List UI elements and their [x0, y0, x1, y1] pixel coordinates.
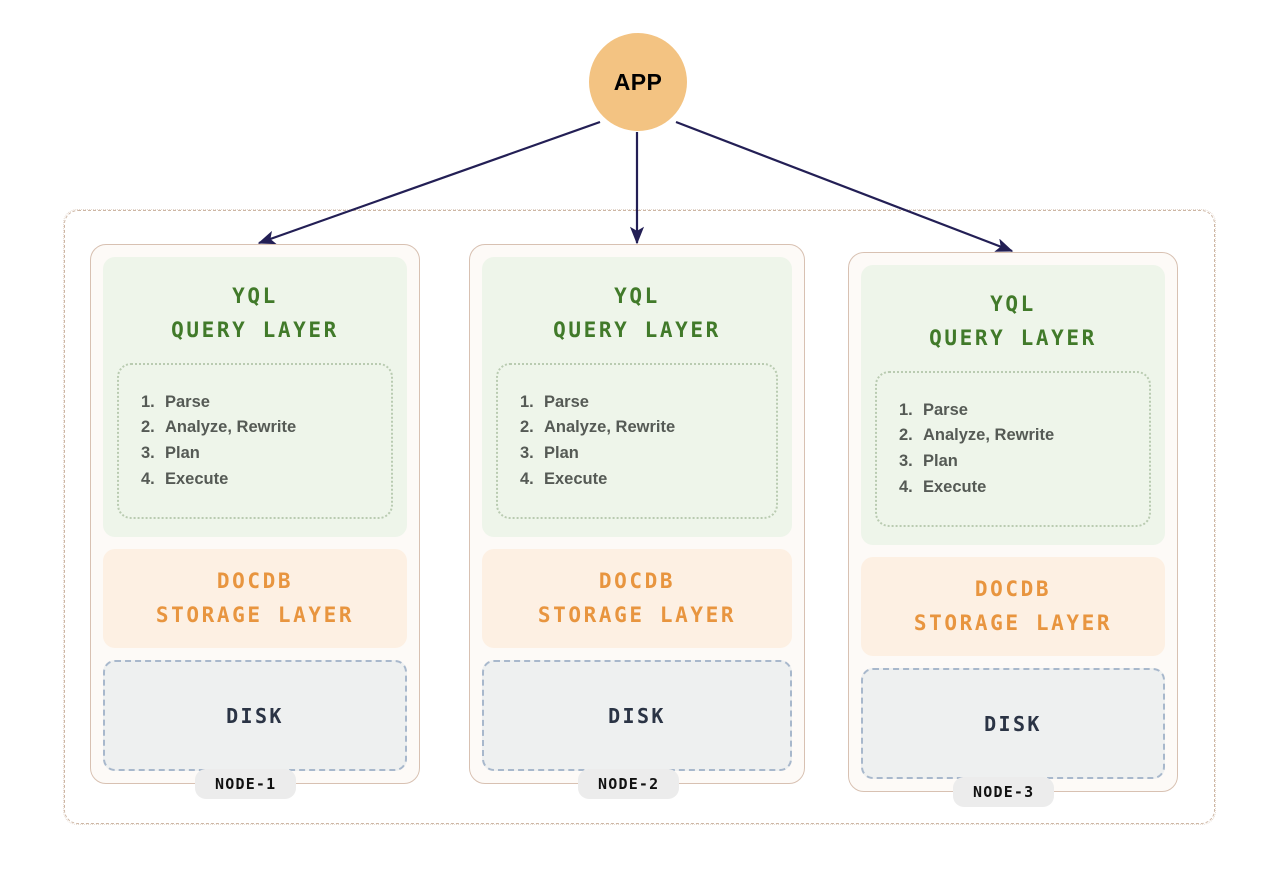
cluster-boundary-dots: [63, 209, 1216, 825]
list-item: 1. Parse: [141, 390, 296, 416]
node-3-steps-list: 1. Parse 2. Analyze, Rewrite 3. Plan 4: [899, 398, 1054, 500]
node-2-query-layer[interactable]: YQL QUERY LAYER 1. Parse 2. Analyze, Rew…: [482, 257, 792, 537]
step-number: 1.: [141, 392, 155, 411]
node-2-content: YQL QUERY LAYER 1. Parse 2. Analyze, Rew…: [482, 257, 792, 771]
step-number: 3.: [520, 444, 534, 463]
step-label: Execute: [544, 469, 608, 488]
list-item: 4. Execute: [520, 467, 675, 493]
node-1-storage-layer[interactable]: DOCDB STORAGE LAYER: [103, 549, 407, 648]
node-3-content: YQL QUERY LAYER 1. Parse 2. Analyze, Rew…: [861, 265, 1165, 779]
step-number: 4.: [899, 477, 913, 496]
cluster-boundary: [63, 209, 1216, 825]
node-2-steps-list: 1. Parse 2. Analyze, Rewrite 3. Plan 4: [520, 390, 675, 492]
step-number: 1.: [899, 400, 913, 419]
step-label: Plan: [923, 452, 958, 471]
step-label: Parse: [165, 392, 210, 411]
step-number: 3.: [141, 444, 155, 463]
node-3-steps-box: 1. Parse 2. Analyze, Rewrite 3. Plan 4: [875, 371, 1151, 527]
node-2-storage-layer[interactable]: DOCDB STORAGE LAYER: [482, 549, 792, 648]
list-item: 3. Plan: [520, 441, 675, 467]
node-3-disk[interactable]: DISK: [861, 668, 1165, 779]
step-number: 2.: [141, 418, 155, 437]
node-2-disk[interactable]: DISK: [482, 660, 792, 771]
step-number: 1.: [520, 392, 534, 411]
node-2-query-layer-title: YQL QUERY LAYER: [553, 284, 721, 343]
step-label: Analyze, Rewrite: [923, 426, 1055, 445]
step-label: Execute: [165, 469, 229, 488]
node-3-query-layer-title: YQL QUERY LAYER: [929, 292, 1097, 351]
node-badge-3: NODE-3: [953, 777, 1055, 807]
node-1-storage-layer-title: DOCDB STORAGE LAYER: [155, 568, 355, 627]
node-badge-2: NODE-2: [578, 769, 680, 799]
node-badge-1: NODE-1: [195, 769, 297, 799]
list-item: 1. Parse: [899, 398, 1054, 424]
node-card-3[interactable]: YQL QUERY LAYER 1. Parse 2. Analyze, Rew…: [848, 252, 1178, 792]
step-label: Plan: [544, 444, 579, 463]
node-3-disk-label: DISK: [984, 711, 1042, 736]
node-3-query-layer[interactable]: YQL QUERY LAYER 1. Parse 2. Analyze, Rew…: [861, 265, 1165, 545]
list-item: 2. Analyze, Rewrite: [141, 415, 296, 441]
list-item: 3. Plan: [899, 449, 1054, 475]
node-1-steps-list: 1. Parse 2. Analyze, Rewrite 3. Plan 4: [141, 390, 296, 492]
step-label: Analyze, Rewrite: [165, 418, 297, 437]
step-number: 3.: [899, 452, 913, 471]
node-1-content: YQL QUERY LAYER 1. Parse 2. Analyze, Rew…: [103, 257, 407, 771]
app-node[interactable]: APP: [589, 33, 687, 131]
list-item: 4. Execute: [899, 475, 1054, 501]
node-1-steps-box: 1. Parse 2. Analyze, Rewrite 3. Plan 4: [117, 363, 393, 519]
list-item: 1. Parse: [520, 390, 675, 416]
node-3-storage-layer-title: DOCDB STORAGE LAYER: [913, 576, 1113, 635]
step-label: Parse: [544, 392, 589, 411]
node-2-storage-layer-title: DOCDB STORAGE LAYER: [537, 568, 737, 627]
list-item: 2. Analyze, Rewrite: [520, 415, 675, 441]
node-1-disk[interactable]: DISK: [103, 660, 407, 771]
step-number: 2.: [520, 418, 534, 437]
step-label: Analyze, Rewrite: [544, 418, 676, 437]
step-number: 4.: [520, 469, 534, 488]
list-item: 3. Plan: [141, 441, 296, 467]
node-1-query-layer-title: YQL QUERY LAYER: [171, 284, 339, 343]
node-3-storage-layer[interactable]: DOCDB STORAGE LAYER: [861, 557, 1165, 656]
step-label: Execute: [923, 477, 987, 496]
node-2-steps-box: 1. Parse 2. Analyze, Rewrite 3. Plan 4: [496, 363, 778, 519]
node-card-2[interactable]: YQL QUERY LAYER 1. Parse 2. Analyze, Rew…: [469, 244, 805, 784]
node-1-query-layer[interactable]: YQL QUERY LAYER 1. Parse 2. Analyze, Rew…: [103, 257, 407, 537]
step-number: 2.: [899, 426, 913, 445]
list-item: 4. Execute: [141, 467, 296, 493]
list-item: 2. Analyze, Rewrite: [899, 423, 1054, 449]
step-label: Plan: [165, 444, 200, 463]
app-label: APP: [613, 68, 663, 95]
step-label: Parse: [923, 400, 968, 419]
node-card-1[interactable]: YQL QUERY LAYER 1. Parse 2. Analyze, Rew…: [90, 244, 420, 784]
node-1-disk-label: DISK: [226, 703, 284, 728]
node-2-disk-label: DISK: [608, 703, 666, 728]
step-number: 4.: [141, 469, 155, 488]
